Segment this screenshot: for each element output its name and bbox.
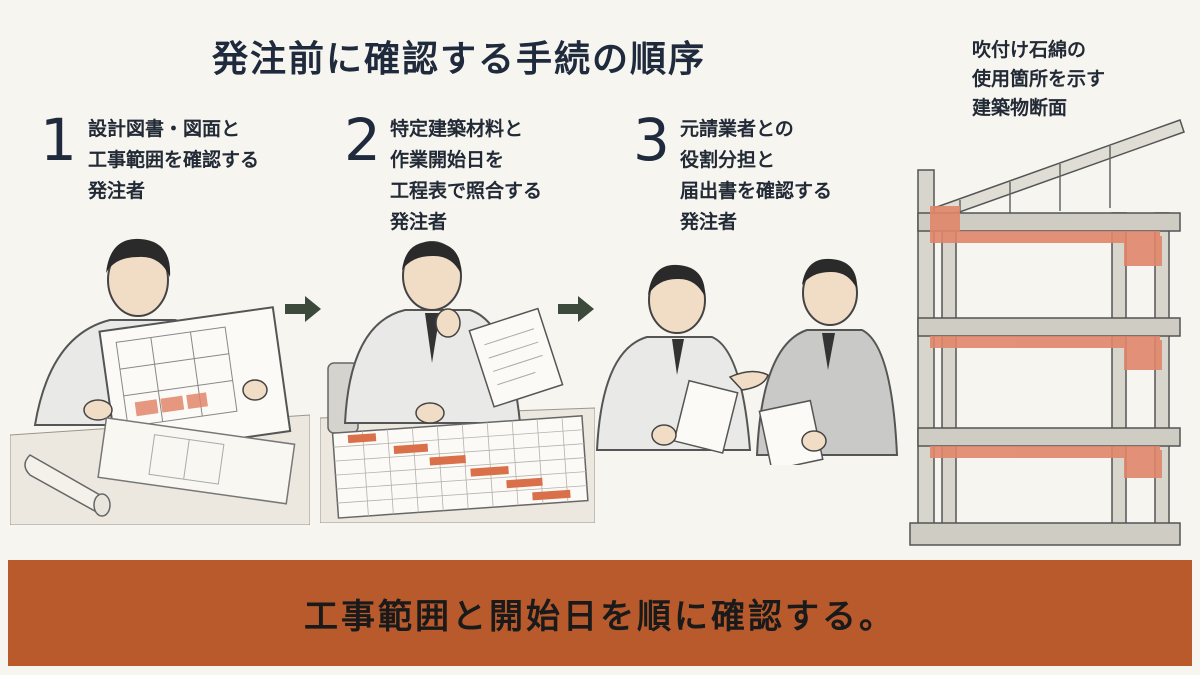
step-3-line-4: 発注者	[680, 211, 738, 233]
step-1-line-3: 発注者	[88, 180, 146, 202]
step-3-line-2: 役割分担と	[680, 149, 776, 171]
step-3-line-3: 届出書を確認する	[680, 180, 833, 202]
side-title-line-3: 建築物断面	[972, 97, 1068, 119]
step-3-text: 元請業者との 役割分担と 届出書を確認する 発注者	[680, 114, 832, 238]
step-2-line-2: 作業開始日を	[390, 149, 505, 171]
summary-banner: 工事範囲と開始日を順に確認する。	[8, 560, 1192, 666]
arrow-right-icon	[558, 296, 594, 322]
side-title-line-2: 使用箇所を示す	[972, 68, 1106, 90]
step-1-line-2: 工事範囲を確認する	[88, 149, 260, 171]
side-illustration-title: 吹付け石綿の 使用箇所を示す 建築物断面	[972, 36, 1105, 123]
step-3-number: 3	[633, 106, 670, 174]
workers-discussing-illustration	[595, 258, 899, 465]
building-cross-section-illustration	[909, 119, 1185, 546]
side-title-line-1: 吹付け石綿の	[972, 39, 1087, 61]
step-2-text: 特定建築材料と 作業開始日を 工程表で照合する 発注者	[390, 114, 542, 238]
step-2-line-4: 発注者	[390, 211, 448, 233]
worker-reviewing-drawings-illustration	[10, 238, 310, 525]
arrow-right-icon	[285, 296, 321, 322]
step-2-line-1: 特定建築材料と	[390, 118, 524, 140]
summary-banner-text: 工事範囲と開始日を順に確認する。	[304, 596, 896, 637]
step-1-number: 1	[40, 106, 77, 174]
step-3-line-1: 元請業者との	[680, 118, 794, 140]
step-2-line-3: 工程表で照合する	[390, 180, 543, 202]
worker-checking-schedule-illustration	[320, 241, 595, 523]
step-1-text: 設計図書・図面と 工事範囲を確認する 発注者	[88, 114, 259, 207]
step-1-line-1: 設計図書・図面と	[88, 118, 241, 140]
step-2-number: 2	[344, 106, 381, 174]
page-title: 発注前に確認する手続の順序	[212, 39, 707, 80]
